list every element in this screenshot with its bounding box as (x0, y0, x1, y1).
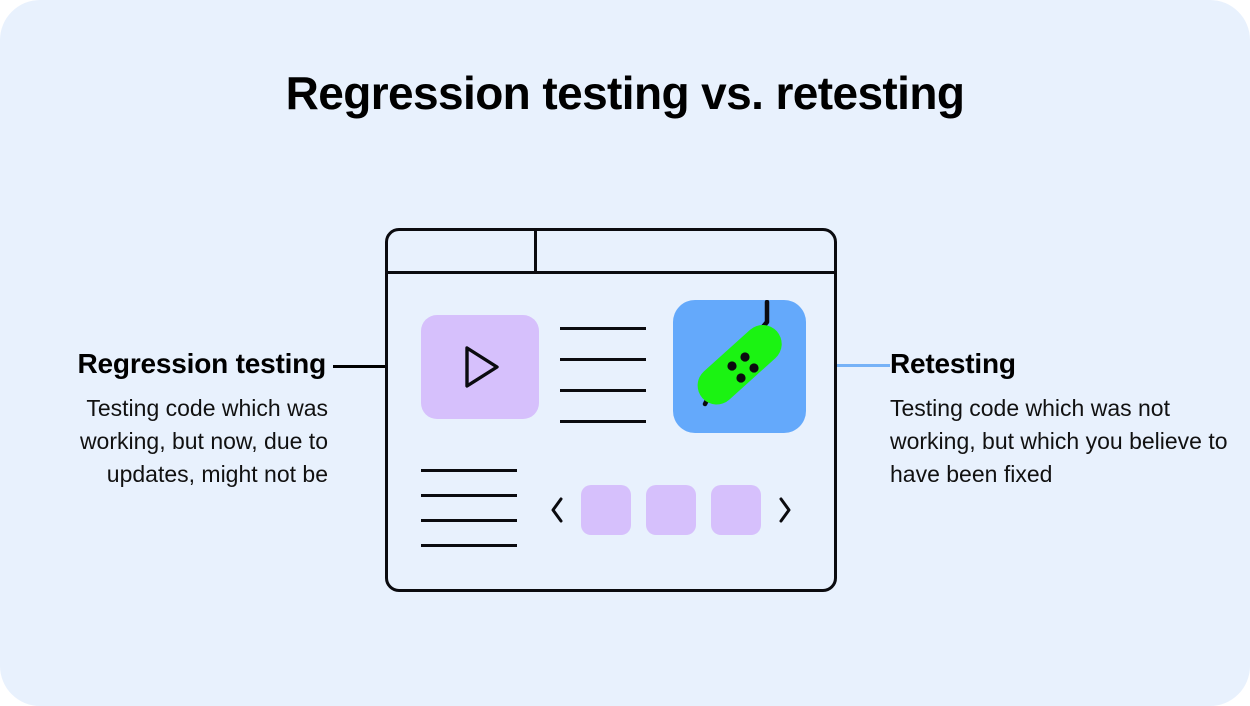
text-lines-bottom (421, 469, 517, 547)
right-caption-heading: Retesting (890, 348, 1016, 379)
text-line (560, 389, 646, 392)
text-line (421, 469, 517, 472)
text-line (421, 519, 517, 522)
play-icon (465, 346, 499, 388)
text-line (421, 544, 517, 547)
carousel-thumbnail[interactable] (581, 485, 631, 535)
carousel-thumbnail[interactable] (711, 485, 761, 535)
left-caption-body: Testing code which was working, but now,… (79, 395, 328, 487)
browser-window (385, 228, 837, 592)
thumbnail-carousel (548, 481, 794, 539)
text-lines-top (560, 327, 646, 423)
right-caption-body: Testing code which was not working, but … (890, 395, 1228, 487)
bandage-icon (697, 300, 782, 407)
right-connector-line (800, 364, 890, 367)
text-line (421, 494, 517, 497)
video-thumbnail-card[interactable] (421, 315, 539, 419)
left-caption-block: Regression testing Testing code which wa… (0, 344, 350, 491)
chevron-right-icon[interactable] (776, 495, 794, 525)
left-caption-heading: Regression testing (77, 348, 327, 379)
browser-topbar (385, 228, 837, 274)
text-line (560, 420, 646, 423)
chevron-left-icon[interactable] (548, 495, 566, 525)
browser-tab-divider (534, 228, 537, 271)
carousel-thumbnail[interactable] (646, 485, 696, 535)
text-line (560, 358, 646, 361)
right-caption-block: Retesting Testing code which was not wor… (890, 344, 1240, 491)
left-connector-line (333, 365, 385, 368)
text-line (560, 327, 646, 330)
page-title: Regression testing vs. retesting (285, 67, 965, 119)
bandage-card[interactable] (673, 300, 806, 433)
